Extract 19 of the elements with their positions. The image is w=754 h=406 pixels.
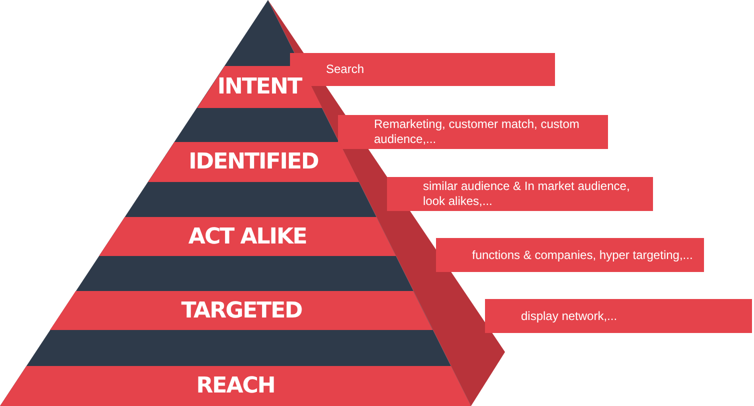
callout-box: [436, 238, 704, 272]
callout-box: [485, 299, 752, 333]
tier-label: INTENT: [216, 74, 303, 100]
callout-box: [387, 177, 653, 211]
pyramid-tier: [148, 142, 359, 182]
tier-label: TARGETED: [180, 298, 303, 323]
tier-label: REACH: [195, 374, 276, 398]
callout-box: [338, 115, 608, 149]
callout-text: Search: [325, 62, 366, 77]
callout-text: display network,...: [520, 308, 618, 324]
pyramid-tier: [99, 217, 396, 256]
pyramid-tier: [196, 66, 322, 108]
callout-text: functions & companies, hyper targeting,...: [471, 248, 694, 262]
tier-label: ACT ALIKE: [187, 224, 308, 249]
callout-text: similar audience & In market audience, look alikes,...: [422, 179, 631, 209]
callout-text: Remarketing, customer match, custom audience,...: [373, 117, 580, 147]
pyramid-tier: [0, 366, 471, 406]
tier-label: IDENTIFIED: [188, 150, 320, 174]
pyramid-tier: [50, 291, 433, 330]
